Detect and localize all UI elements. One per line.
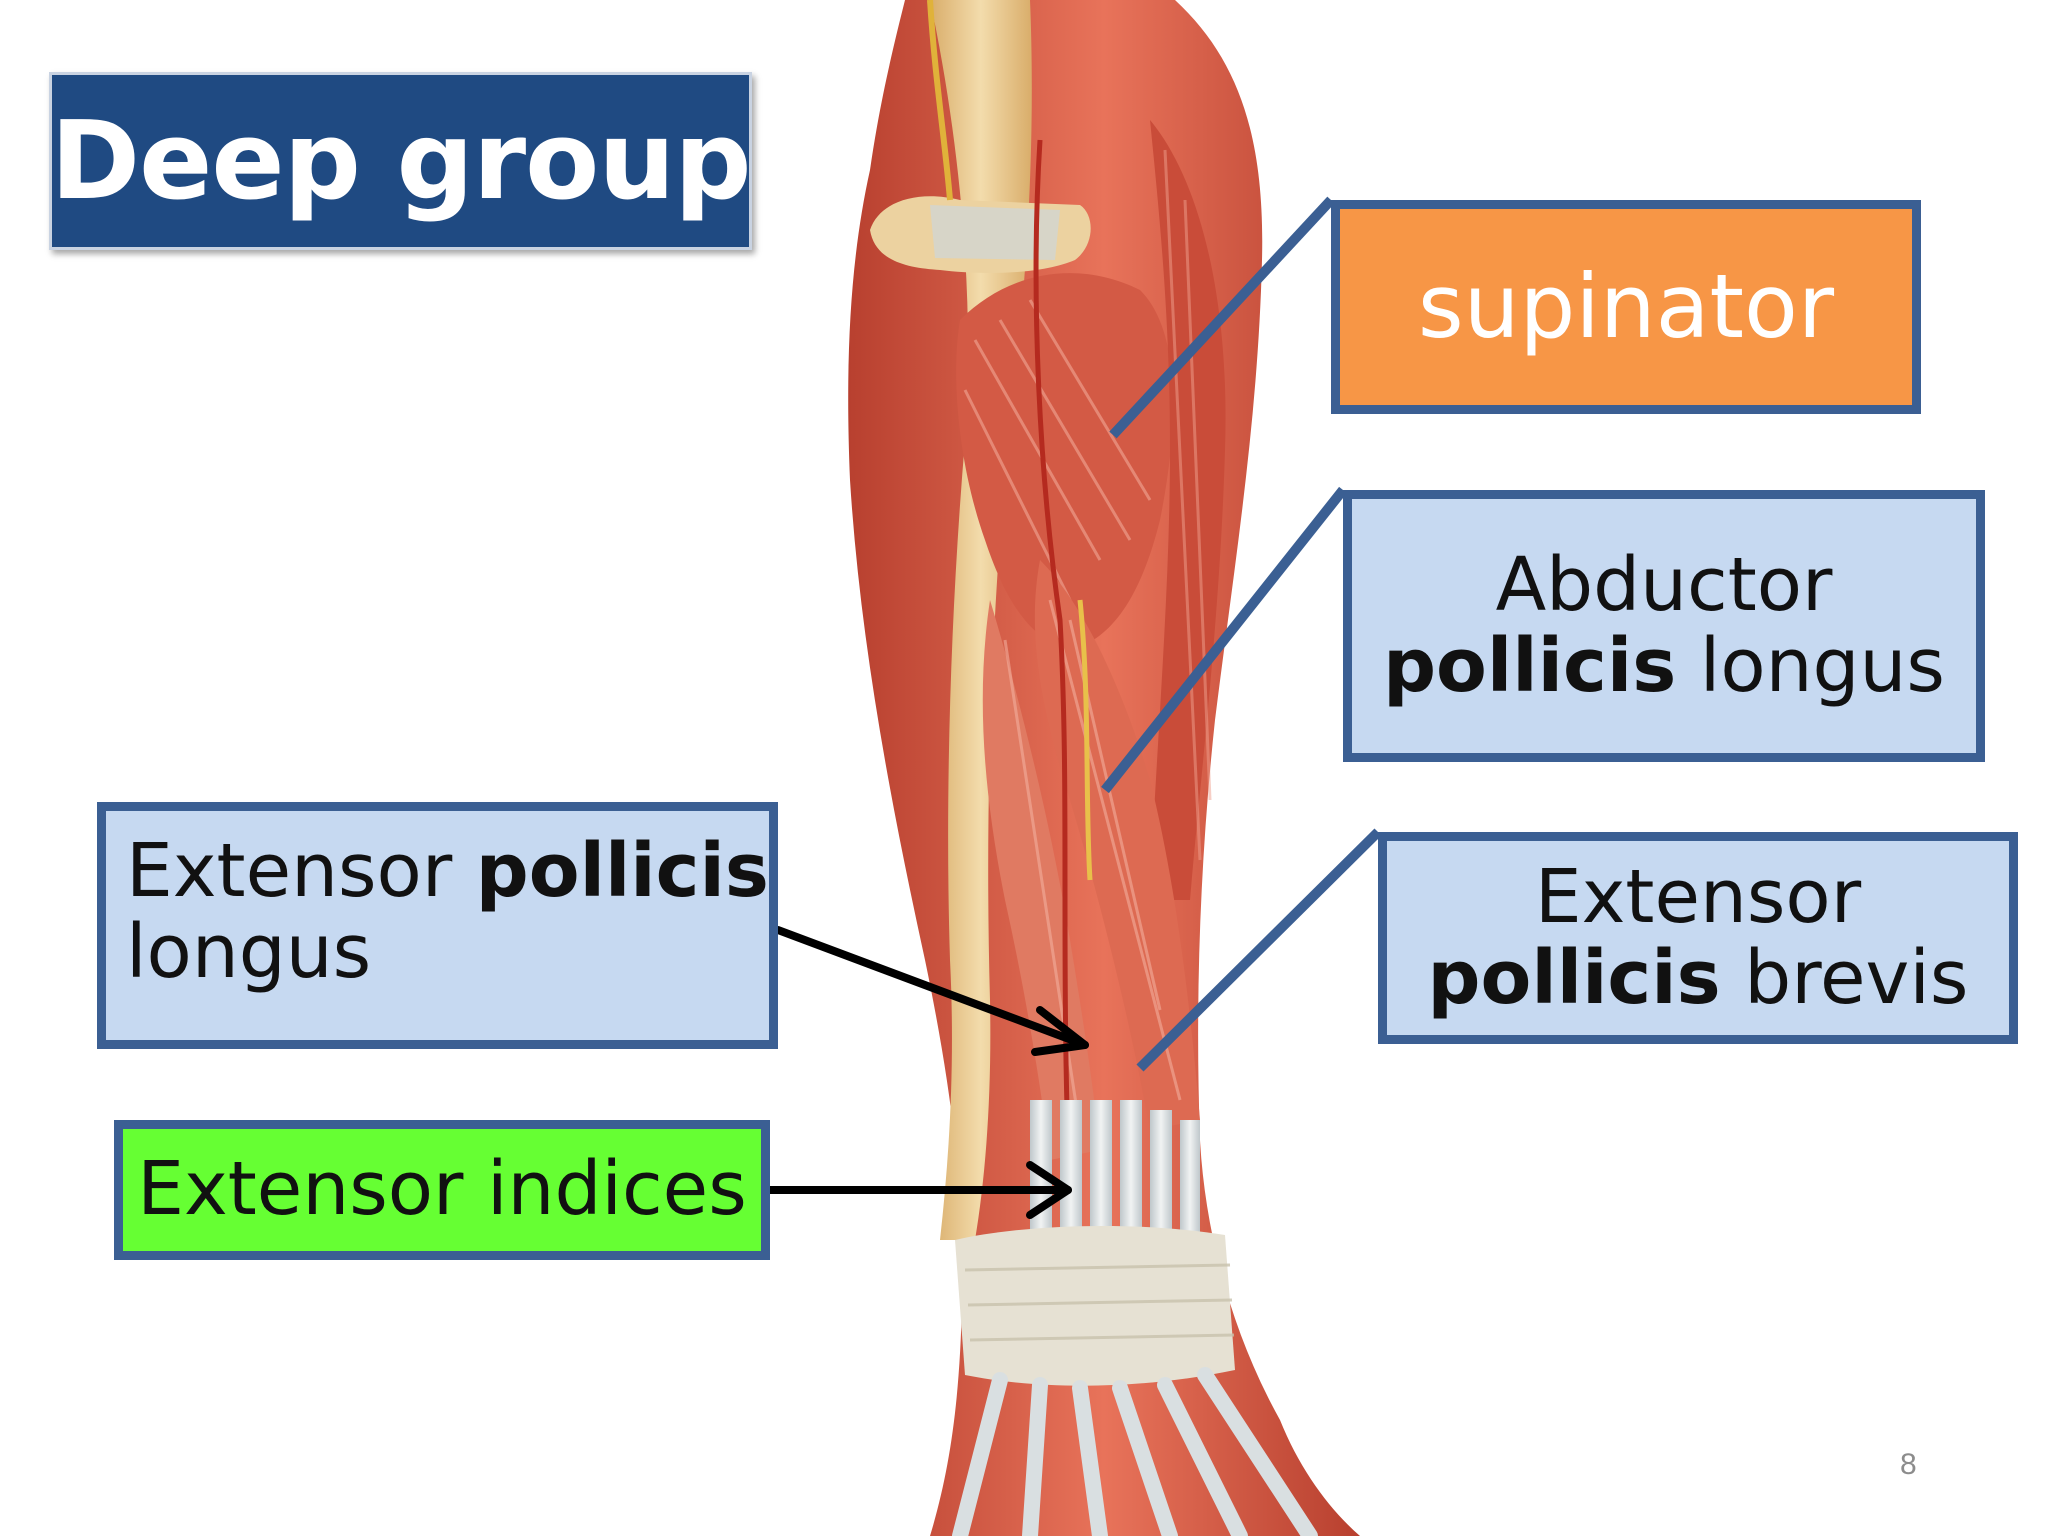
epb-line1: Extensor — [1534, 853, 1862, 940]
epl-arrow — [774, 926, 1089, 1056]
abductor-pollicis-longus-label: Abductor pollicis longus — [1343, 490, 1985, 762]
epl-bold: pollicis — [475, 828, 769, 914]
supinator-text: supinator — [1417, 254, 1835, 358]
abductor-bold: pollicis — [1383, 623, 1677, 709]
abductor-line2: pollicis longus — [1383, 623, 1945, 709]
extensor-pollicis-longus-label: Extensor pollicis longus — [97, 802, 778, 1049]
artery — [1033, 139, 1073, 1201]
supinator-muscle — [956, 273, 1174, 650]
supinator-pointer — [1109, 196, 1335, 439]
hand-tendons — [952, 1367, 1318, 1536]
extensor-pollicis-brevis-label: Extensor pollicis brevis — [1378, 832, 2018, 1044]
epl-line1: Extensor pollicis — [126, 828, 769, 914]
page-number: 8 — [1900, 1448, 1917, 1481]
extensor-indices-label: Extensor indices — [114, 1120, 770, 1260]
nerve — [1077, 599, 1093, 881]
abductor-line1: Abductor — [1495, 541, 1833, 628]
artery — [927, 0, 953, 201]
epb-pointer — [1136, 828, 1382, 1072]
tendons — [1030, 1100, 1200, 1260]
epl-line2: longus — [126, 909, 372, 996]
supinator-label: supinator — [1331, 200, 1921, 414]
ei-text: Extensor indices — [137, 1146, 747, 1233]
abductor-rest: longus — [1676, 623, 1945, 709]
elbow-ligament — [930, 205, 1060, 260]
epb-rest: brevis — [1720, 935, 1969, 1021]
apl-pointer — [1101, 486, 1347, 794]
epb-line2: pollicis brevis — [1427, 935, 1969, 1021]
epl-plain: Extensor — [126, 828, 476, 914]
ei-arrow — [766, 1161, 1072, 1219]
slide-title: Deep group — [49, 72, 752, 250]
epb-bold: pollicis — [1427, 935, 1721, 1021]
